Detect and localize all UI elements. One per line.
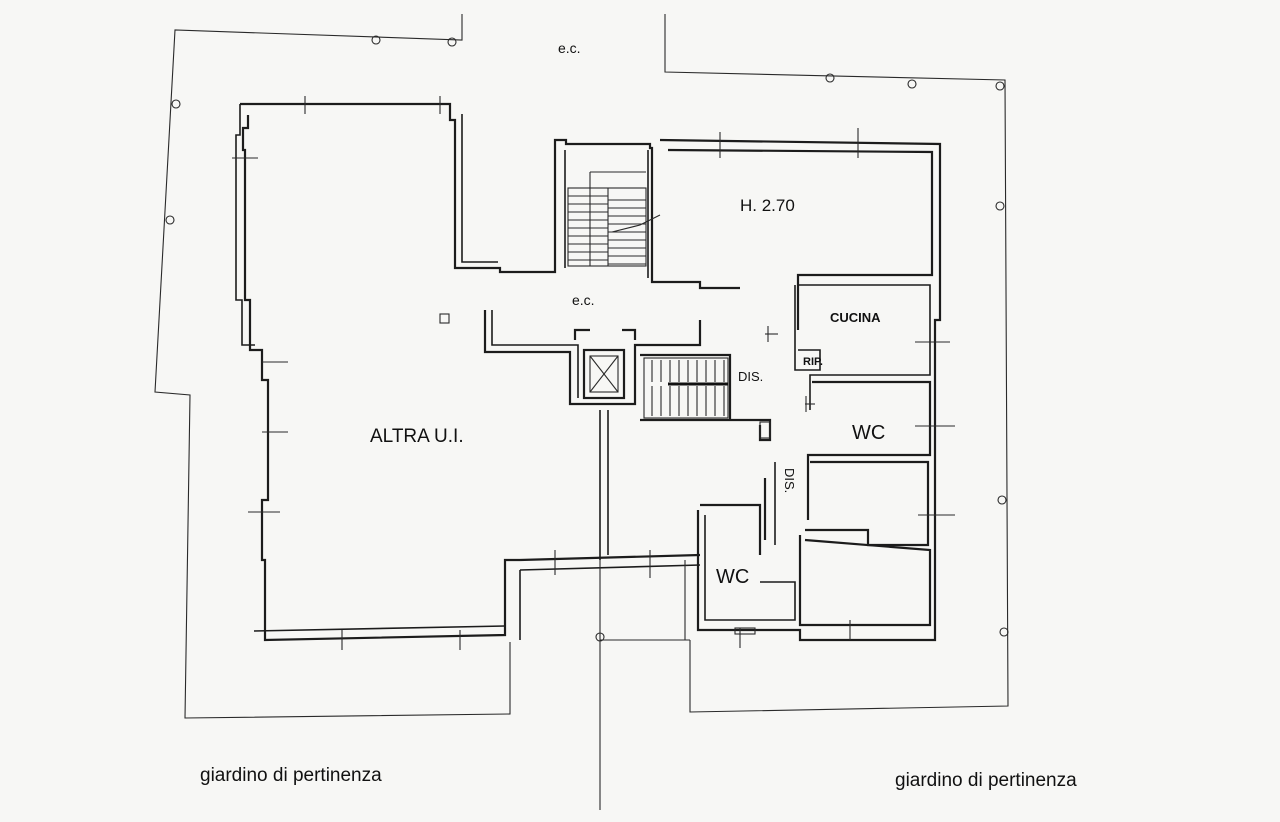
left-unit-walls <box>235 102 740 642</box>
label-garden-left: giardino di pertinenza <box>200 765 382 786</box>
label-storage: RIP. <box>803 356 823 368</box>
right-unit-walls <box>659 138 942 642</box>
door-swing-icon <box>734 326 815 635</box>
common-area-walls <box>483 310 772 640</box>
label-garden-right: giardino di pertinenza <box>895 770 1077 791</box>
label-ec-center: e.c. <box>572 292 595 308</box>
property-boundary <box>154 14 1009 810</box>
stair-icon <box>643 357 729 419</box>
label-hallway: DIS. <box>782 468 797 494</box>
label-other-unit: ALTRA U.I. <box>370 426 464 447</box>
label-wc-right: WC <box>852 422 886 444</box>
column-icon <box>439 313 450 324</box>
label-landing: DIS. <box>738 369 764 384</box>
window-marks <box>232 96 955 650</box>
label-height: H. 2.70 <box>740 196 795 215</box>
label-ec-top: e.c. <box>558 40 581 56</box>
stair-icon <box>567 171 661 267</box>
label-wc-bottom: WC <box>716 566 750 588</box>
label-kitchen: CUCINA <box>830 310 881 325</box>
elevator-icon <box>582 348 626 400</box>
